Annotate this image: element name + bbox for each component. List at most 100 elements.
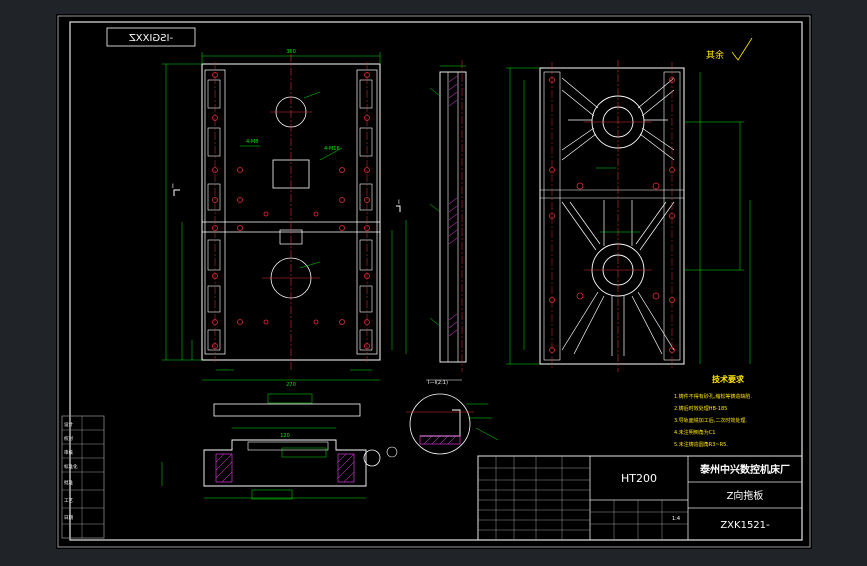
- drawing-line: [339, 167, 345, 173]
- drawing-line: [652, 292, 660, 300]
- drawing-line: [207, 239, 221, 271]
- drawing-line: [215, 453, 233, 471]
- drawing-line: [212, 72, 218, 78]
- drawing-line: [212, 167, 218, 173]
- drawing-line: [386, 446, 398, 458]
- drawing-line: [213, 403, 361, 417]
- title-material: HT200: [621, 472, 657, 485]
- drawing-line: [539, 67, 685, 365]
- drawing-line: [212, 343, 218, 349]
- title-drawing-number: ZXK1521-: [720, 520, 770, 531]
- tech-req-item: 5.未注铸造圆角R3~R5.: [674, 441, 728, 448]
- drawing-line: [429, 65, 466, 327]
- drawing-line: [364, 115, 370, 121]
- drawing-line: [337, 453, 355, 471]
- drawing-line: [447, 435, 457, 445]
- drawing-line: [448, 213, 458, 221]
- drawing-line: [635, 201, 667, 245]
- drawing-line: [251, 489, 293, 500]
- drawing-line: [448, 313, 458, 321]
- tech-req-item: 1.铸件不得有砂孔,缩松等铸造缺陷.: [674, 393, 752, 400]
- tech-req-item: 4.未注明倒角为C1: [674, 429, 715, 436]
- front-view: 360 270 4-M8 4-M16 I I: [162, 49, 407, 388]
- drawing-line: [359, 79, 373, 109]
- dim-hole-spec-2: 4-M16: [324, 146, 340, 152]
- drawing-line: [429, 87, 441, 97]
- tech-req-item: 3.导轨面铣加工后,二次时效处理.: [674, 417, 747, 424]
- drawing-line: [477, 455, 803, 541]
- dim-top-width: 360: [286, 49, 296, 55]
- drawing-line: [561, 201, 597, 251]
- drawing-line: [364, 273, 370, 279]
- drawing-line: [359, 329, 373, 351]
- section-label: I—I(2:1): [428, 380, 448, 386]
- drawing-line: [448, 83, 458, 91]
- drawing-line: [343, 471, 355, 483]
- drawing-line: [731, 37, 753, 61]
- dim-section-width: 120: [280, 433, 290, 439]
- drawing-line: [448, 221, 458, 229]
- tech-req-title: 技术要求: [712, 374, 745, 384]
- drawing-line: [573, 295, 605, 355]
- drawing-line: [203, 439, 367, 487]
- drawing-line: [363, 449, 381, 467]
- drawing-line: [215, 453, 225, 463]
- drawing-line: [267, 393, 313, 404]
- drawing-line: [339, 197, 345, 203]
- drawing-line: [409, 393, 471, 455]
- drawing-line: [359, 183, 373, 211]
- drawing-line: [281, 447, 327, 458]
- drawing-line: [448, 197, 458, 205]
- drawing-line: [339, 319, 345, 325]
- drawing-line: [303, 91, 321, 99]
- drawing-line: [237, 167, 243, 173]
- mirrored-number-box: -ISGIXXZ: [106, 27, 196, 47]
- drawing-line: [641, 89, 675, 117]
- drawing-sheet: [56, 14, 812, 549]
- side-table-cell: 设计: [64, 421, 73, 428]
- drawing-line: [215, 453, 355, 483]
- drawing-line: [576, 182, 584, 190]
- drawing-line: [299, 261, 321, 269]
- section-view: 120: [161, 393, 398, 500]
- drawing-line: [448, 75, 458, 83]
- drawing-line: [652, 182, 660, 190]
- drawing-line: [215, 461, 233, 479]
- drawing-line: [359, 239, 373, 271]
- drawing-line: [212, 273, 218, 279]
- drawing-line: [561, 133, 597, 161]
- drawing-line: [173, 189, 180, 196]
- drawing-line: [313, 319, 319, 325]
- drawing-line: [359, 127, 373, 157]
- drawing-line: [263, 319, 269, 325]
- drawing-line: [448, 237, 458, 245]
- drawing-line: [339, 225, 345, 231]
- drawing-line: [639, 201, 675, 251]
- side-table-cell: 日期: [64, 515, 73, 521]
- title-scale: 1:4: [672, 516, 680, 522]
- drawing-line: [207, 329, 221, 351]
- tech-req-item: 2.铸后时效处理HB-185: [674, 405, 727, 412]
- drawing-line: [337, 461, 355, 479]
- drawing-line: [106, 27, 196, 47]
- dim-bottom-width: 270: [286, 382, 296, 388]
- drawing-line: [448, 91, 458, 99]
- detail-section: I—I(2:1): [406, 379, 499, 455]
- drawing-line: [237, 225, 243, 231]
- drawing-line: [448, 205, 458, 213]
- drawing-line: [439, 71, 467, 363]
- drawing-line: [212, 72, 370, 349]
- left-side-table: 设计 校对 审核 标准化 批准 工艺 日期: [61, 415, 105, 539]
- drawing-line: [448, 321, 458, 329]
- drawing-line: [207, 79, 221, 109]
- side-table-cell: 工艺: [64, 498, 73, 504]
- drawing-line: [319, 147, 343, 161]
- drawing-line: [637, 77, 675, 109]
- side-table-cell: 标准化: [64, 463, 78, 470]
- drawing-line: [237, 319, 243, 325]
- drawing-line: [247, 441, 329, 451]
- side-table-cell: 审核: [64, 449, 73, 456]
- drawing-line: [448, 329, 458, 337]
- drawing-line: [439, 435, 449, 445]
